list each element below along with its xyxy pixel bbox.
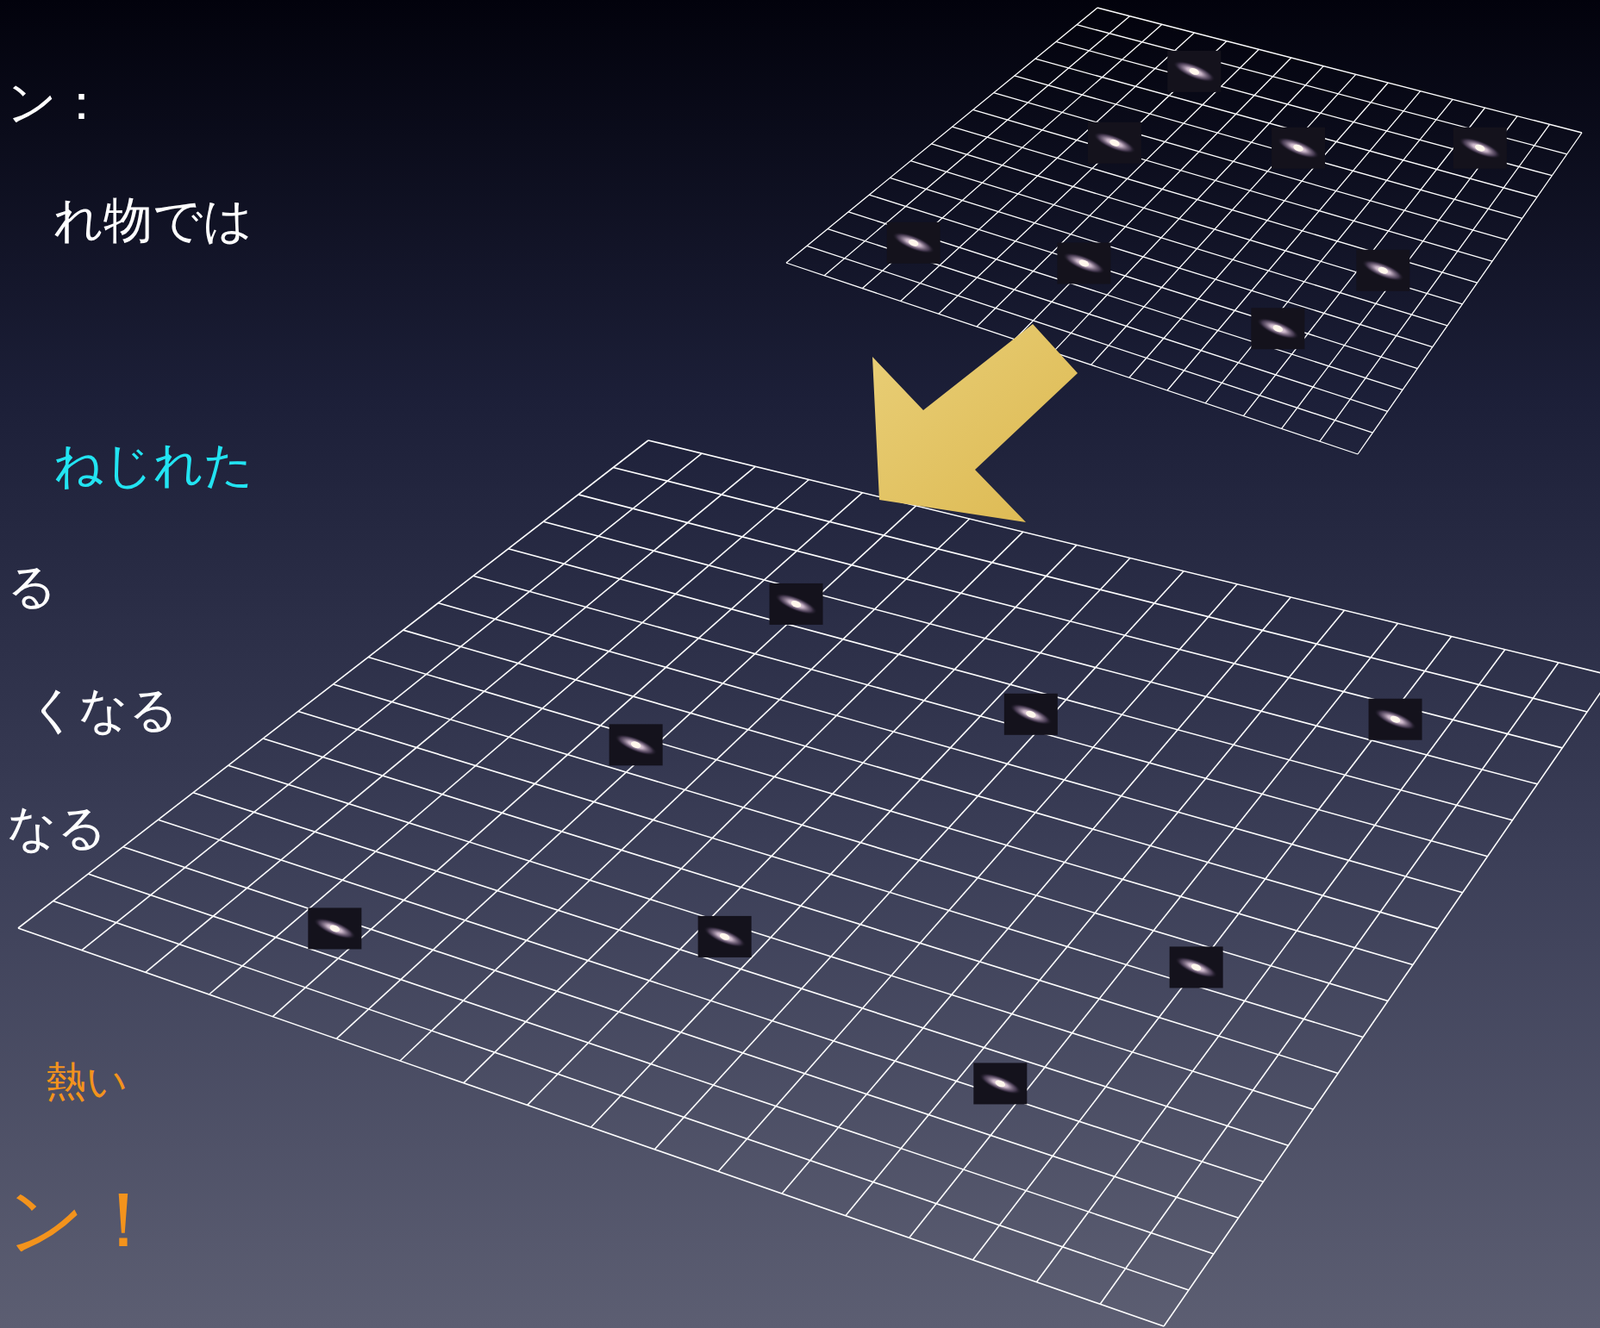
- grid-line: [1167, 91, 1421, 391]
- slide-text: 熱い: [45, 1057, 128, 1107]
- expansion-arrow: [872, 324, 1078, 523]
- galaxy-image: [1056, 242, 1111, 284]
- grid-line: [1129, 82, 1388, 378]
- grid-line: [931, 143, 1463, 305]
- grid-line: [123, 847, 1239, 1219]
- slide-text: る: [6, 556, 57, 616]
- grid-line: [900, 32, 1195, 301]
- galaxy-image: [698, 916, 752, 958]
- grid-line: [786, 262, 1358, 455]
- grid-line: [848, 212, 1403, 391]
- slide-text: ン：: [6, 72, 107, 132]
- grid-line: [333, 684, 1389, 1002]
- grid-line: [193, 793, 1288, 1146]
- grid-line: [993, 93, 1508, 241]
- slide-text: ン！: [6, 1174, 163, 1267]
- galaxy-image: [1169, 946, 1224, 988]
- galaxy-image: [1368, 699, 1423, 741]
- grid-line: [1091, 74, 1357, 365]
- grid-line: [87, 874, 1214, 1255]
- grid-line: [437, 603, 1463, 894]
- galaxy-image: [1167, 50, 1221, 93]
- grid-line: [648, 440, 1600, 676]
- grid-line: [1319, 124, 1550, 442]
- grid-line: [53, 901, 1189, 1292]
- grid-line: [889, 177, 1432, 347]
- grid-line: [1243, 107, 1485, 417]
- grid-line: [157, 819, 1263, 1182]
- galaxy-image: [1271, 127, 1325, 169]
- space-grid: [786, 7, 1582, 455]
- grid-line: [262, 738, 1338, 1075]
- galaxy-image: [973, 1062, 1027, 1105]
- slide-text: ねじれた: [53, 435, 254, 494]
- grid-line: [18, 928, 1164, 1327]
- galaxy-image: [609, 724, 663, 766]
- grid-line: [1052, 66, 1324, 353]
- space-grid: [18, 440, 1600, 1327]
- grid-line: [298, 711, 1363, 1038]
- galaxy-image: [887, 222, 941, 264]
- grid-line: [1357, 132, 1582, 455]
- galaxy-image: [307, 907, 362, 950]
- galaxy-image: [1356, 250, 1410, 292]
- galaxy-image: [1453, 127, 1507, 169]
- slide-text: れ物では: [53, 190, 253, 250]
- galaxy-image: [1004, 693, 1058, 736]
- slide-text: くなる: [28, 680, 179, 739]
- grid-line: [403, 630, 1438, 929]
- grid-line: [976, 49, 1259, 327]
- grid-line: [786, 7, 1098, 263]
- grid-line: [508, 549, 1513, 821]
- grid-line: [1097, 7, 1582, 133]
- grid-line: [938, 41, 1227, 315]
- galaxy-image: [1250, 307, 1305, 350]
- grid-line: [973, 109, 1493, 262]
- grid-line: [824, 16, 1130, 276]
- grid-line: [612, 467, 1588, 713]
- grid-line: [1014, 75, 1523, 219]
- grid-line: [868, 194, 1418, 369]
- grid-line: [1163, 675, 1600, 1327]
- galaxy-image: [1087, 122, 1142, 164]
- grid-line: [910, 161, 1448, 326]
- grid-line: [543, 521, 1538, 785]
- grid-line: [368, 657, 1413, 966]
- grid-line: [973, 637, 1452, 1262]
- slide-text: なる: [6, 798, 107, 857]
- galaxy-image: [769, 583, 824, 625]
- grid-line: [578, 494, 1563, 749]
- grid-line: [473, 575, 1488, 857]
